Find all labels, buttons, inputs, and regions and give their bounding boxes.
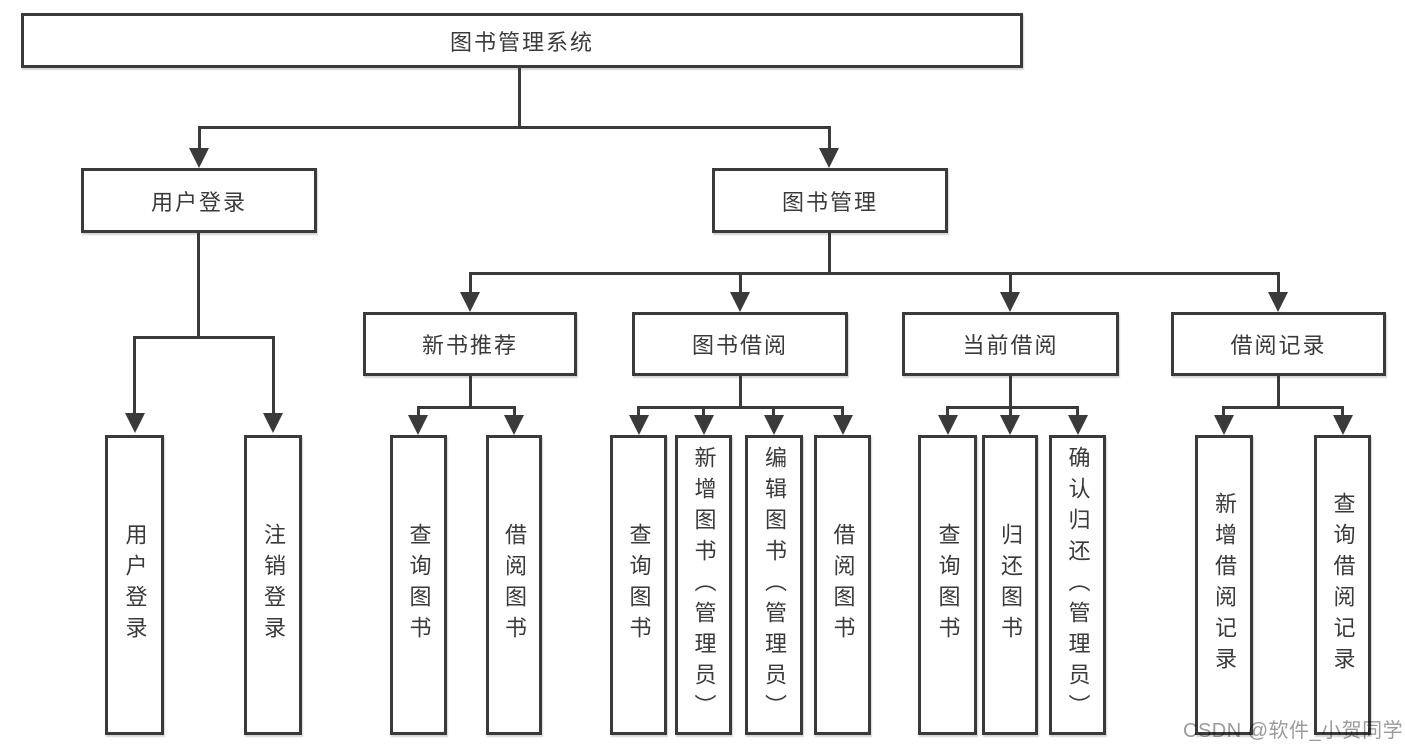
leaf-query-books-recommend: 查询图书 — [390, 435, 447, 735]
arrow-down-icon — [1068, 415, 1088, 435]
node-label: 新书推荐 — [421, 333, 518, 358]
connector-line — [828, 233, 831, 272]
connector-line — [637, 406, 844, 409]
leaf-user-login: 用户登录 — [105, 435, 164, 735]
leaf-query-borrow-record: 查询借阅记录 — [1314, 435, 1371, 735]
node-label: 图书管理系统 — [449, 29, 594, 55]
arrow-down-icon — [1333, 415, 1353, 435]
arrow-down-icon — [938, 415, 958, 435]
connector-line — [828, 126, 831, 150]
arrow-down-icon — [1268, 292, 1288, 312]
arrow-down-icon — [189, 148, 209, 168]
connector-line — [1009, 406, 1012, 417]
node-label: 用户登录 — [122, 523, 148, 647]
connector-line — [1222, 406, 1344, 409]
leaf-edit-books-admin: 编辑图书（管理员） — [745, 435, 803, 735]
watermark: CSDN @软件_小贺同学 — [1183, 720, 1404, 742]
connector-line — [272, 336, 275, 415]
connector-line — [1009, 272, 1012, 294]
node-label: 图书管理 — [781, 189, 878, 215]
leaf-add-borrow-record: 新增借阅记录 — [1195, 435, 1253, 735]
node-current-borrow: 当前借阅 — [902, 312, 1119, 376]
arrow-down-icon — [730, 292, 750, 312]
connector-line — [1341, 406, 1344, 417]
node-book-borrow: 图书借阅 — [632, 312, 848, 376]
connector-line — [1076, 406, 1079, 417]
connector-line — [1222, 406, 1225, 417]
connector-line — [772, 406, 775, 417]
leaf-borrow-books: 借阅图书 — [814, 435, 871, 735]
node-label: 查询图书 — [935, 523, 961, 647]
node-label: 图书借阅 — [691, 333, 788, 358]
leaf-query-books-borrow: 查询图书 — [610, 435, 667, 735]
arrow-down-icon — [764, 415, 784, 435]
arrow-down-icon — [263, 413, 283, 433]
arrow-down-icon — [460, 292, 480, 312]
connector-line — [198, 126, 831, 129]
connector-line — [417, 406, 516, 409]
connector-line — [469, 376, 472, 406]
leaf-logout: 注销登录 — [244, 435, 302, 735]
node-label: 新增图书（管理员） — [691, 445, 717, 725]
leaf-return-books: 归还图书 — [982, 435, 1038, 735]
connector-line — [946, 406, 1079, 409]
leaf-confirm-return-admin: 确认归还（管理员） — [1049, 435, 1106, 735]
arrow-down-icon — [1214, 415, 1234, 435]
node-label: 确认归还（管理员） — [1065, 445, 1091, 725]
connector-line — [841, 406, 844, 417]
leaf-add-books-admin: 新增图书（管理员） — [675, 435, 732, 735]
node-label: 当前借阅 — [962, 333, 1059, 358]
connector-line — [1277, 272, 1280, 294]
connector-line — [417, 406, 420, 417]
arrow-down-icon — [1000, 415, 1020, 435]
node-label: 用户登录 — [150, 189, 247, 215]
connector-line — [637, 406, 640, 417]
node-book-management-system: 图书管理系统 — [21, 13, 1023, 68]
node-label: 编辑图书（管理员） — [762, 445, 787, 725]
connector-line — [469, 272, 1280, 275]
arrow-down-icon — [833, 415, 853, 435]
node-label: 归还图书 — [998, 523, 1023, 647]
arrow-down-icon — [125, 413, 145, 433]
node-label: 查询借阅记录 — [1330, 492, 1356, 678]
connector-line — [1277, 376, 1280, 406]
arrow-down-icon — [819, 148, 839, 168]
node-label: 借阅图书 — [830, 523, 856, 647]
node-user-login: 用户登录 — [81, 168, 317, 233]
arrow-down-icon — [629, 415, 649, 435]
arrow-down-icon — [694, 415, 714, 435]
connector-line — [197, 233, 200, 336]
connector-line — [1009, 376, 1012, 406]
node-borrow-records: 借阅记录 — [1171, 312, 1386, 376]
node-label: 注销登录 — [261, 523, 286, 647]
connector-line — [739, 376, 742, 406]
arrow-down-icon — [504, 415, 524, 435]
connector-line — [513, 406, 516, 417]
node-label: 借阅记录 — [1230, 333, 1327, 358]
leaf-query-books-current: 查询图书 — [918, 435, 977, 735]
connector-line — [133, 336, 275, 339]
leaf-borrow-books-recommend: 借阅图书 — [486, 435, 542, 735]
connector-line — [469, 272, 472, 294]
connector-line — [198, 126, 201, 150]
connector-line — [133, 336, 136, 415]
node-label: 借阅图书 — [502, 523, 527, 647]
connector-line — [946, 406, 949, 417]
connector-line — [518, 68, 521, 126]
node-label: 查询图书 — [406, 523, 432, 647]
connector-line — [739, 272, 742, 294]
node-new-book-recommend: 新书推荐 — [363, 312, 577, 376]
node-book-management: 图书管理 — [712, 168, 948, 233]
arrow-down-icon — [1000, 292, 1020, 312]
arrow-down-icon — [408, 415, 428, 435]
node-label: 查询图书 — [626, 523, 652, 647]
node-label: 新增借阅记录 — [1212, 492, 1237, 678]
connector-line — [702, 406, 705, 417]
